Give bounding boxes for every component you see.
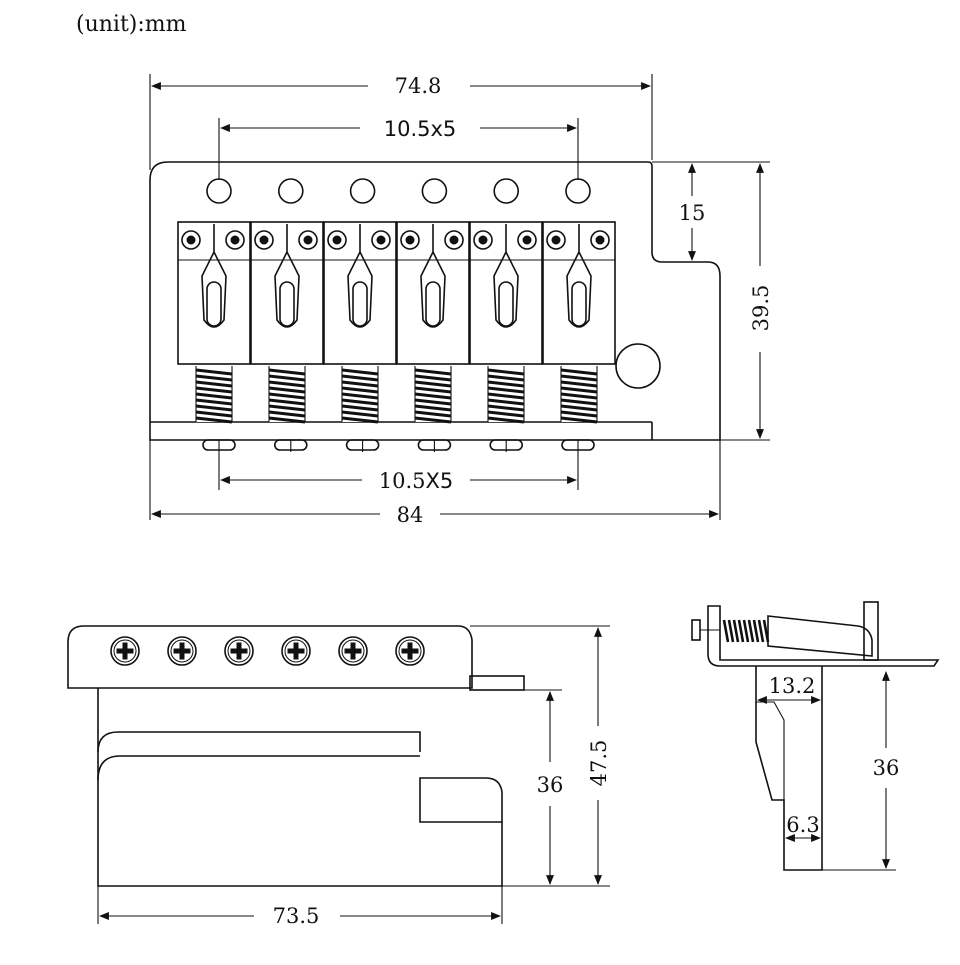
arm-hole xyxy=(615,343,661,389)
mount-holes xyxy=(206,178,591,204)
side-screw-head xyxy=(691,619,701,641)
intonation-screw-heads xyxy=(202,439,595,452)
intonation-screw-head xyxy=(273,439,308,452)
sustain-block xyxy=(97,688,503,887)
intonation-spring xyxy=(487,366,525,424)
mount-hole xyxy=(421,178,448,204)
dim-top-width: 74.8 xyxy=(395,74,442,98)
phillips-screw-icon xyxy=(110,636,140,666)
intonation-spring xyxy=(341,366,379,424)
intonation-screw-head xyxy=(561,439,595,452)
front-screws xyxy=(110,636,425,666)
intonation-screw-head xyxy=(202,439,236,452)
dim-block-depth: 13.2 xyxy=(769,674,816,698)
saddle xyxy=(396,221,470,365)
unit-label: (unit):mm xyxy=(76,12,187,37)
saddle xyxy=(542,221,616,365)
intonation-spring xyxy=(195,366,233,424)
dim-side-height: 36 xyxy=(873,756,900,780)
dim-total-height: 39.5 xyxy=(749,285,773,332)
front-top-plate xyxy=(67,625,473,689)
phillips-screw-icon xyxy=(167,636,197,666)
dim-bottom-offset: 6.3 xyxy=(786,813,819,837)
intonation-screw-head xyxy=(417,439,452,452)
mount-hole xyxy=(277,178,304,204)
side-view: 13.2 36 6.3 xyxy=(691,601,940,871)
intonation-spring xyxy=(560,366,598,424)
dim-front-height: 47.5 xyxy=(587,740,611,787)
dim-bottom-width: 84 xyxy=(397,503,424,527)
saddles xyxy=(177,221,616,365)
phillips-screw-icon xyxy=(224,636,254,666)
side-saddle xyxy=(767,615,873,657)
phillips-screw-icon xyxy=(281,636,311,666)
top-view: 74.8 10.5x5 15 39.5 10.5X5 xyxy=(149,74,773,527)
mount-hole xyxy=(565,178,591,204)
saddle xyxy=(177,221,251,365)
intonation-screw-head xyxy=(489,439,524,452)
front-plate-lip xyxy=(469,675,525,691)
block-step xyxy=(97,731,421,753)
saddle xyxy=(323,221,397,365)
mount-hole xyxy=(493,178,520,204)
saddle xyxy=(469,221,543,365)
dim-block-height: 36 xyxy=(537,773,564,797)
mount-hole xyxy=(206,178,232,204)
dim-step-height: 15 xyxy=(679,201,706,225)
phillips-screw-icon xyxy=(338,636,368,666)
side-block-notch xyxy=(756,701,785,800)
side-spring xyxy=(722,619,770,643)
phillips-screw-icon xyxy=(395,636,425,666)
intonation-spring xyxy=(414,366,452,424)
saddle xyxy=(250,221,324,365)
springs xyxy=(195,366,598,424)
base-plate-outline xyxy=(149,161,721,441)
dim-hole-spacing: 10.5x5 xyxy=(384,117,457,141)
intonation-spring xyxy=(268,366,306,424)
front-view: 36 47.5 73.5 xyxy=(67,625,611,928)
block-step-lower xyxy=(97,755,420,781)
dim-block-width: 73.5 xyxy=(273,904,320,928)
dim-screw-spacing: 10.5X5 xyxy=(379,469,454,493)
side-height-screw xyxy=(863,601,879,661)
intonation-screw-head xyxy=(345,439,380,452)
mount-hole xyxy=(349,178,376,204)
